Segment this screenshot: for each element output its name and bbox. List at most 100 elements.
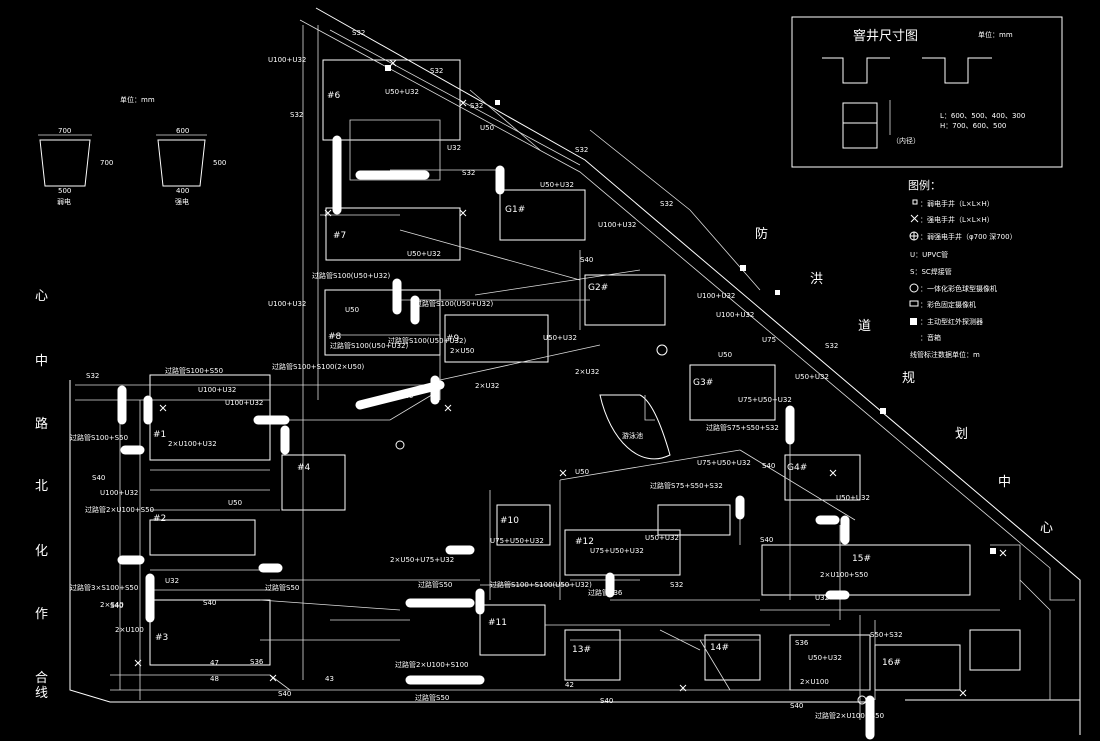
conduit-runs: [117, 135, 875, 740]
box-inner: （内径）: [892, 136, 920, 145]
svg-text:48: 48: [210, 675, 219, 683]
detail-label-strong: 强电: [175, 197, 189, 206]
svg-text:化: 化: [35, 544, 48, 559]
svg-text:S40: S40: [760, 536, 773, 544]
svg-text:U50+U32: U50+U32: [540, 181, 574, 189]
svg-text:S40: S40: [580, 256, 593, 264]
svg-text:U32: U32: [815, 594, 829, 602]
svg-text:S32: S32: [430, 67, 443, 75]
svg-text:S32: S32: [660, 200, 673, 208]
svg-text:#7: #7: [333, 231, 346, 241]
svg-text:S50+S32: S50+S32: [870, 631, 903, 639]
svg-text:U100+U32: U100+U32: [268, 300, 306, 308]
detail-label-weak: 弱电: [57, 197, 71, 206]
svg-text:700: 700: [58, 127, 71, 135]
svg-text:G3#: G3#: [693, 378, 713, 388]
box-dims-h: H：700、600、500: [940, 122, 1006, 130]
svg-text:：一体化彩色球型摄像机: ：一体化彩色球型摄像机: [920, 284, 997, 293]
svg-text:过路管S100(U50+U32): 过路管S100(U50+U32): [312, 271, 390, 280]
manhole-size-box: 窨井尺寸图 单位：mm L：600、500、400、300 H：700、600、…: [791, 16, 1063, 168]
svg-text:400: 400: [176, 187, 189, 195]
pipe-network: [75, 25, 1021, 720]
site-boundary: [69, 7, 1081, 735]
svg-text:U50: U50: [718, 351, 732, 359]
svg-text:洪: 洪: [810, 272, 823, 287]
svg-text:G2#: G2#: [588, 283, 608, 293]
svg-text:U50+U32: U50+U32: [543, 334, 577, 342]
svg-text:过路管S75+S50+S32: 过路管S75+S50+S32: [706, 423, 779, 432]
svg-text:2×U32: 2×U32: [575, 368, 599, 376]
svg-text:S32: S32: [290, 111, 303, 119]
svg-text:：音箱: ：音箱: [920, 333, 941, 342]
svg-text:过路管S75+S50+S32: 过路管S75+S50+S32: [650, 481, 723, 490]
svg-text:过路管2×U100+S100: 过路管2×U100+S100: [395, 660, 468, 669]
svg-text:中: 中: [998, 475, 1011, 490]
svg-text:线: 线: [35, 686, 48, 701]
manhole-markers: [134, 59, 1007, 705]
svg-text:U50+U32: U50+U32: [795, 373, 829, 381]
svg-text:过路管S100+S100(2×U50): 过路管S100+S100(2×U50): [272, 362, 365, 371]
svg-text:S32: S32: [352, 29, 365, 37]
svg-text:2×U100+U32: 2×U100+U32: [168, 440, 217, 448]
svg-text:#11: #11: [488, 618, 507, 628]
svg-text:U50: U50: [480, 124, 494, 132]
svg-text:S40: S40: [203, 599, 216, 607]
road-label-right: 防 洪 道 规 划 中 心: [755, 226, 1053, 536]
legend-title: 图例：: [908, 178, 941, 192]
svg-text:：弱强电手井（φ700 深700）: ：弱强电手井（φ700 深700）: [920, 232, 1017, 241]
svg-text:S36: S36: [250, 658, 264, 666]
svg-text:15#: 15#: [852, 554, 871, 564]
svg-text:合: 合: [35, 671, 48, 686]
svg-text:U50: U50: [575, 468, 589, 476]
svg-text:43: 43: [325, 675, 334, 683]
svg-text:U75+U50+U32: U75+U50+U32: [738, 396, 792, 404]
svg-text:U50+U32: U50+U32: [836, 494, 870, 502]
svg-text:U：UPVC管: U：UPVC管: [910, 250, 948, 259]
svg-text:过路管S36: 过路管S36: [588, 588, 623, 597]
svg-text:U50+U32: U50+U32: [808, 654, 842, 662]
svg-text:S32: S32: [470, 102, 483, 110]
svg-text:S40: S40: [600, 697, 613, 705]
svg-text:14#: 14#: [710, 643, 729, 653]
detail-unit: 单位：mm: [120, 95, 155, 104]
manhole-detail: 单位：mm 700 500 700 弱电 600 400 500 强电: [38, 95, 226, 206]
svg-text:U50+U32: U50+U32: [407, 250, 441, 258]
svg-text:游泳池: 游泳池: [622, 431, 643, 440]
svg-text:U50+U32: U50+U32: [385, 88, 419, 96]
svg-text:过路管S100+S50: 过路管S100+S50: [70, 433, 128, 442]
svg-text:防: 防: [755, 226, 768, 242]
svg-text:过路管S50: 过路管S50: [265, 583, 299, 592]
svg-text:U32: U32: [165, 577, 179, 585]
svg-text:2×U50: 2×U50: [450, 347, 474, 355]
svg-text:#12: #12: [575, 537, 594, 547]
svg-text:S36: S36: [795, 639, 809, 647]
svg-text:500: 500: [213, 159, 226, 167]
svg-text:U32: U32: [447, 144, 461, 152]
svg-text:S40: S40: [92, 474, 105, 482]
svg-text:：弱电手井（L×L×H）: ：弱电手井（L×L×H）: [920, 199, 994, 208]
svg-text:U100+U32: U100+U32: [268, 56, 306, 64]
svg-text:G1#: G1#: [505, 205, 525, 215]
svg-text:线管标注数据单位：m: 线管标注数据单位：m: [910, 350, 980, 359]
svg-text:中: 中: [35, 354, 48, 369]
svg-text:U75: U75: [762, 336, 776, 344]
svg-text:2×S40: 2×S40: [100, 601, 124, 609]
svg-text:#3: #3: [155, 633, 168, 643]
svg-text:北: 北: [35, 479, 48, 494]
svg-text:2×U100: 2×U100: [115, 626, 144, 634]
svg-text:S32: S32: [575, 146, 588, 154]
svg-text:16#: 16#: [882, 658, 901, 668]
svg-text:划: 划: [955, 427, 968, 442]
svg-text:S：SC焊接管: S：SC焊接管: [910, 267, 952, 276]
svg-text:U100+U32: U100+U32: [225, 399, 263, 407]
road-label-left: 合 线 作 化 北 路 中 心: [35, 289, 48, 701]
svg-text:13#: 13#: [572, 645, 591, 655]
svg-text:S32: S32: [825, 342, 838, 350]
svg-text:过路管S50: 过路管S50: [418, 580, 452, 589]
svg-text:：主动型红外探测器: ：主动型红外探测器: [920, 317, 983, 326]
svg-text:2×U100: 2×U100: [800, 678, 829, 686]
svg-text:U100+U32: U100+U32: [198, 386, 236, 394]
svg-text:过路管S100(U50+U32): 过路管S100(U50+U32): [388, 336, 466, 345]
svg-text:U75+U50+U32: U75+U50+U32: [590, 547, 644, 555]
